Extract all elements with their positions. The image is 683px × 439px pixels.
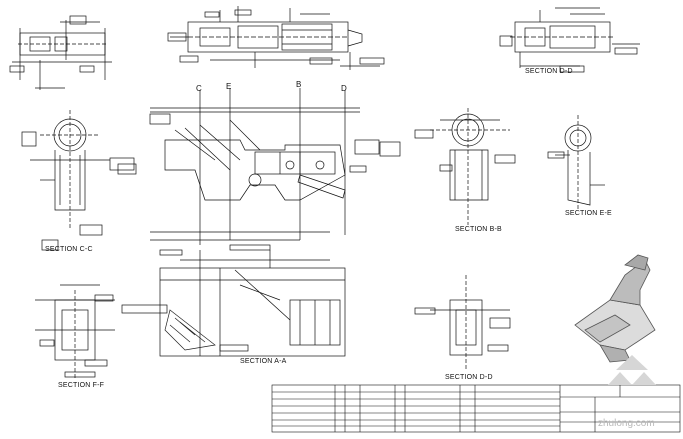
view-section-c-c — [21, 110, 135, 251]
label-section-f-f: SECTION F-F — [58, 382, 105, 389]
view-upper-side — [167, 6, 385, 70]
label-section-d-d-bottom: SECTION D-D — [445, 374, 493, 381]
label-section-d-d: SECTION D-D — [525, 68, 573, 75]
watermark-logo-icon — [608, 355, 656, 385]
label-section-e-e: SECTION E-E — [565, 210, 612, 217]
label-section-b-b: SECTION B-B — [455, 226, 502, 233]
label-section-c-c: SECTION C-C — [45, 246, 93, 253]
title-block — [271, 384, 681, 433]
view-top-left — [9, 15, 112, 90]
callout-e: E — [226, 82, 232, 91]
callout-d: D — [341, 84, 347, 93]
view-section-f-f — [35, 284, 115, 380]
label-section-a-a: SECTION A-A — [240, 358, 287, 365]
view-section-d-d — [414, 108, 516, 225]
callout-c: C — [196, 84, 202, 93]
view-section-a-a — [121, 250, 346, 357]
view-section-small-bottom — [414, 275, 511, 370]
isometric-view — [574, 254, 656, 363]
view-section-e-e — [547, 115, 605, 210]
view-top-right — [499, 7, 640, 73]
watermark-text: zhulong.com — [598, 418, 655, 429]
callout-b: B — [296, 80, 302, 89]
view-receiver-main — [117, 88, 401, 256]
